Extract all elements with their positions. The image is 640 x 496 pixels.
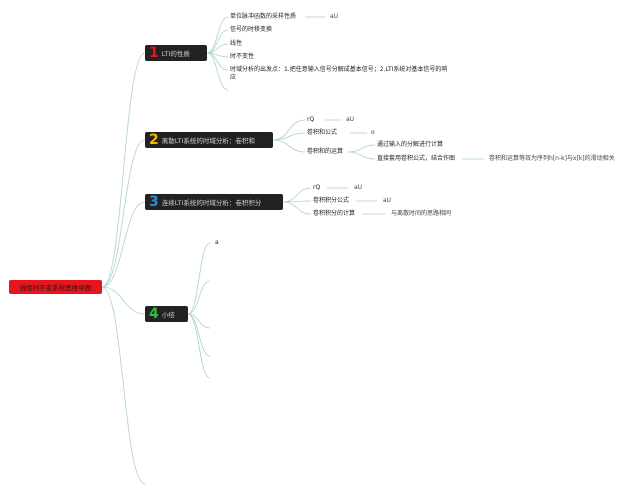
conn-b2-2 (272, 132, 306, 141)
conn-b1-1 (206, 16, 229, 54)
b3-leaf-2[interactable]: 卷积积分公式 (313, 197, 350, 204)
conn-b4-2 (187, 280, 211, 315)
branch-label-1: LTI的性质 (161, 50, 190, 58)
root-node[interactable]: 线性时不变系统思维导图 (9, 280, 102, 294)
b2-leaf-2-annotation: o (371, 129, 375, 136)
root-to-branch-3 (101, 201, 146, 288)
b1-leaf-1[interactable]: 单位脉冲函数的采样性质 (230, 13, 297, 20)
conn-b2-3 (272, 139, 306, 153)
branch-number-3: 3 (149, 194, 159, 210)
root-to-branch-1 (101, 52, 146, 288)
b2-leaf-3-sub-2-annotation: 卷积和运算等效为序列h[n-k]与x[k]的滑动相关 (489, 155, 615, 162)
conn-b2-3-sub-1 (347, 144, 376, 153)
conn-b4-5 (187, 313, 211, 379)
b2-leaf-3[interactable]: 卷积和的运算 (307, 148, 344, 155)
branch-node-1[interactable]: 1 LTI的性质 (145, 45, 207, 61)
b2-leaf-3-sub-1[interactable]: 通过输入的分解进行计算 (377, 141, 444, 148)
b2-leaf-2[interactable]: 卷积和公式 (307, 129, 338, 136)
conn-b1-5 (206, 52, 229, 71)
branch-label-4: 小结 (161, 311, 175, 319)
branch-number-4: 4 (149, 306, 159, 322)
b3-leaf-3-annotation: 与离散时间的思路相同 (391, 210, 452, 217)
b2-leaf-3-sub-2[interactable]: 直接套用卷积公式，结合作图 (377, 155, 456, 162)
b3-leaf-1-annotation: aU (354, 184, 363, 191)
b1-leaf-2[interactable]: 信号的时移变换 (230, 26, 273, 33)
b3-leaf-3[interactable]: 卷积积分的计算 (313, 210, 356, 217)
root-label: 线性时不变系统思维导图 (19, 284, 92, 292)
root-to-branch-5 (101, 286, 146, 485)
conn-b3-1 (282, 187, 312, 203)
branch-node-4[interactable]: 4 小结 (145, 306, 188, 322)
b2-leaf-1[interactable]: rQ (307, 116, 315, 123)
conn-b4-4 (187, 313, 211, 357)
conn-b2-1 (272, 119, 306, 141)
b3-leaf-2-annotation: aU (383, 197, 392, 204)
b1-leaf-3[interactable]: 线性 (230, 40, 243, 47)
b1-leaf-4[interactable]: 时不变性 (230, 53, 255, 60)
conn-b4-1 (187, 242, 211, 315)
conn-b1-2 (206, 29, 229, 54)
b1-leaf-5[interactable]: 时域分析的出发点：1.把任意输入信号分解成基本信号；2.LTI系统对基本信号的响… (230, 66, 448, 81)
root-to-branch-2 (101, 139, 146, 288)
b1-leaf-1-annotation: aU (330, 13, 339, 20)
conn-b1-end (206, 52, 229, 91)
b4-leaf-1[interactable]: a (215, 239, 219, 246)
conn-b2-3-sub-2 (347, 151, 376, 160)
conn-b3-3 (282, 201, 312, 215)
branch-node-3[interactable]: 3 连续LTI系统的时域分析：卷积积分 (145, 194, 283, 210)
branch-label-3: 连续LTI系统的时域分析：卷积积分 (161, 199, 262, 207)
b3-leaf-1[interactable]: rQ (313, 184, 321, 191)
branch-number-2: 2 (149, 132, 159, 148)
branch-label-2: 离散LTI系统的时域分析：卷积和 (161, 137, 255, 145)
root-to-branch-4 (101, 286, 146, 315)
b2-leaf-1-annotation: aU (346, 116, 355, 123)
branch-node-2[interactable]: 2 离散LTI系统的时域分析：卷积和 (145, 132, 273, 148)
branch-number-1: 1 (149, 45, 159, 61)
